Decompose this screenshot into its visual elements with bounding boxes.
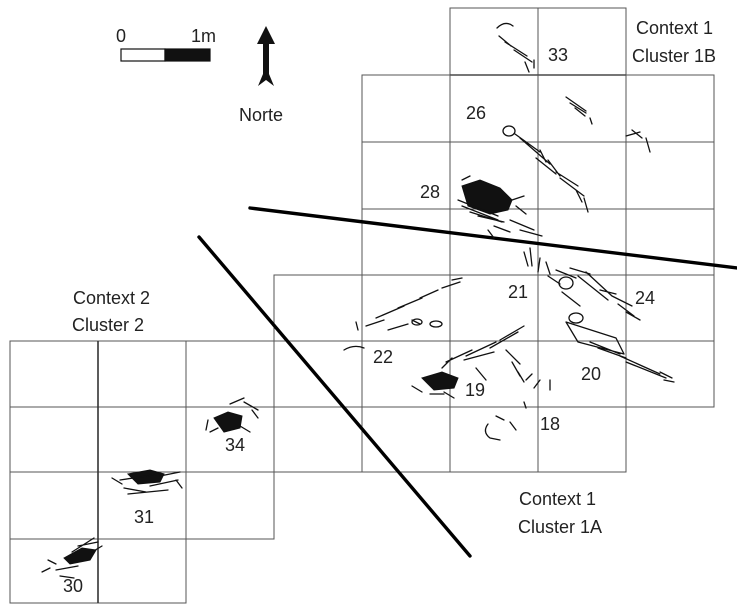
context-1a-cluster: Cluster 1A [518,517,602,537]
grid-unit [185,340,275,408]
context-boundary-line [197,235,472,558]
scale-label-zero: 0 [116,26,126,46]
burial-label: 30 [63,576,83,596]
burial-label: 21 [508,282,528,302]
grid-unit [185,471,275,540]
grid-unit [361,74,451,143]
burial-label: 28 [420,182,440,202]
burial-label: 18 [540,414,560,434]
grid-unit [97,406,187,473]
grid-unit [449,7,539,76]
burial-label: 24 [635,288,655,308]
grid-unit [97,340,187,408]
burial-label: 26 [466,103,486,123]
grid-unit [273,406,363,473]
skeleton-drawing [205,397,259,433]
grid-unit [537,274,627,342]
grid-unit [625,340,715,408]
grid-unit [273,340,363,408]
skeleton-drawing [496,22,535,73]
context-2-title: Context 2 [73,288,150,308]
skeleton-drawing [41,537,103,579]
grid-unit [625,141,715,210]
skeleton-drawing [502,96,651,213]
grid-unit [449,406,539,473]
burial-label: 20 [581,364,601,384]
skeletal-remains [41,22,675,579]
grid-unit [537,406,627,473]
skeleton-drawing [484,379,551,441]
skeleton-drawing [411,325,541,399]
skeleton-drawing [523,247,641,321]
skeleton-drawing [457,175,543,239]
grid-unit [449,74,539,143]
grid-unit [537,208,627,276]
context-1a-title: Context 1 [519,489,596,509]
burial-label: 22 [373,347,393,367]
burial-label: 34 [225,435,245,455]
north-arrow-icon [257,26,275,86]
grid-unit [625,274,715,342]
context-1b-title: Context 1 [636,18,713,38]
grid-unit [361,274,451,342]
grid-unit [9,406,99,473]
north-label: Norte [239,105,283,125]
context-2-cluster: Cluster 2 [72,315,144,335]
burial-label: 33 [548,45,568,65]
burial-label: 31 [134,507,154,527]
context-1b-cluster: Cluster 1B [632,46,716,66]
skeleton-drawing [111,469,183,495]
grid-unit [537,141,627,210]
grid-unit [361,406,451,473]
excavation-grid [9,7,715,604]
grid-unit [361,208,451,276]
grid-unit [449,340,539,408]
burial-label: 19 [465,380,485,400]
grid-unit [97,538,187,604]
grid-unit [273,274,363,342]
grid-unit [9,471,99,540]
skeleton-drawing [565,312,675,383]
skeleton-drawing [343,277,463,351]
scale-bar: 0 1m [116,26,216,62]
burial-labels: 33 26 28 21 24 22 19 20 18 34 31 30 [63,45,655,596]
scale-label-one-meter: 1m [191,26,216,46]
grid-unit [9,340,99,408]
